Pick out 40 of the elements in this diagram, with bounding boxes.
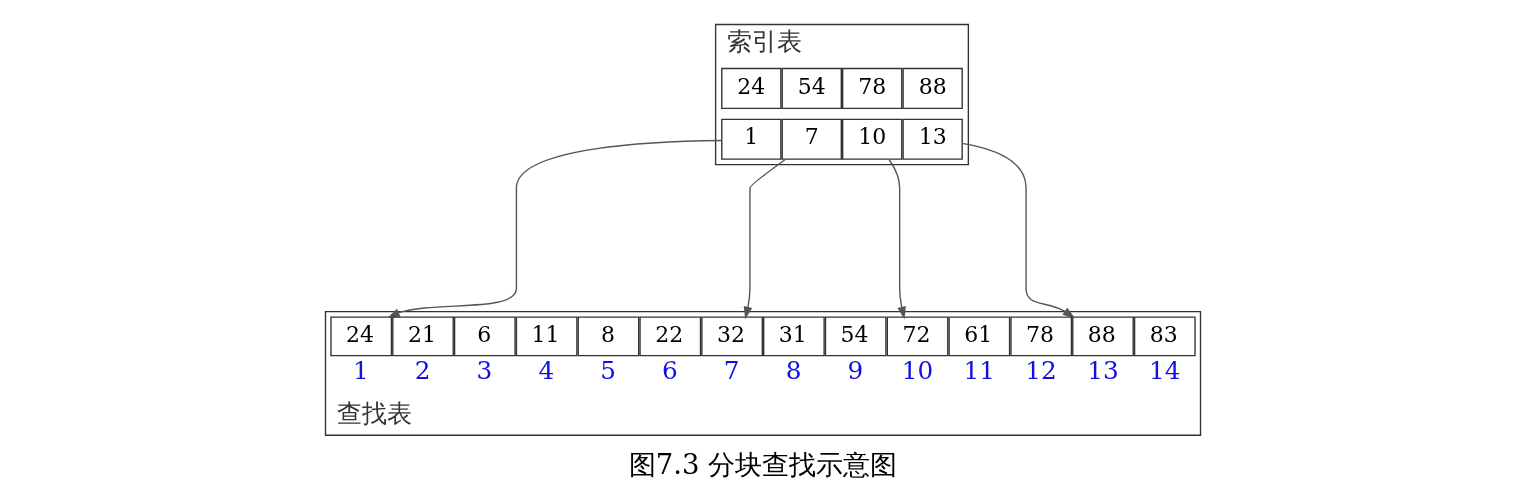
node-box: 1 bbox=[721, 118, 782, 160]
node-label: 8 bbox=[785, 356, 802, 386]
node-label: 14 bbox=[1149, 356, 1181, 386]
node-box: 24 bbox=[330, 316, 393, 357]
node-label: 9 bbox=[847, 356, 864, 386]
node-label: 10 bbox=[901, 356, 934, 386]
arrow bbox=[888, 158, 906, 320]
node-box: 10 bbox=[842, 118, 903, 160]
node-box: 72 bbox=[886, 316, 949, 357]
caption: 图7.3 分块查找示意图 bbox=[628, 448, 898, 480]
node-box: 13 bbox=[902, 118, 963, 160]
node-label: 6 bbox=[662, 356, 678, 386]
node-box: 22 bbox=[639, 316, 702, 357]
node-box: 7 bbox=[781, 118, 842, 160]
node-label: 12 bbox=[1025, 356, 1057, 386]
node-box: 6 bbox=[453, 316, 516, 357]
node-box: 54 bbox=[824, 316, 887, 357]
node-box: 11 bbox=[515, 316, 578, 357]
node-box: 61 bbox=[948, 316, 1011, 357]
node-label: 13 bbox=[1087, 356, 1119, 386]
node-box: 54 bbox=[781, 67, 842, 109]
node-label: 7 bbox=[723, 356, 740, 386]
arrow bbox=[743, 158, 787, 320]
node-box: 88 bbox=[902, 67, 963, 109]
node-label: 11 bbox=[963, 356, 996, 386]
node-box: 78 bbox=[842, 67, 903, 109]
node-box: 32 bbox=[701, 316, 763, 357]
node-box: 21 bbox=[392, 316, 454, 357]
node-label: 4 bbox=[538, 356, 555, 386]
node-label: 1 bbox=[352, 356, 369, 386]
node-box: 31 bbox=[763, 316, 825, 357]
node-box: 83 bbox=[1133, 316, 1196, 357]
node-box: 88 bbox=[1072, 316, 1134, 357]
arrow bbox=[961, 142, 1076, 319]
node-label: 3 bbox=[476, 356, 493, 386]
node-label: 2 bbox=[414, 356, 431, 386]
node-box: 8 bbox=[577, 316, 640, 357]
node-box: 24 bbox=[721, 67, 782, 109]
node-label: 5 bbox=[600, 356, 616, 386]
node-box: 78 bbox=[1010, 316, 1073, 357]
